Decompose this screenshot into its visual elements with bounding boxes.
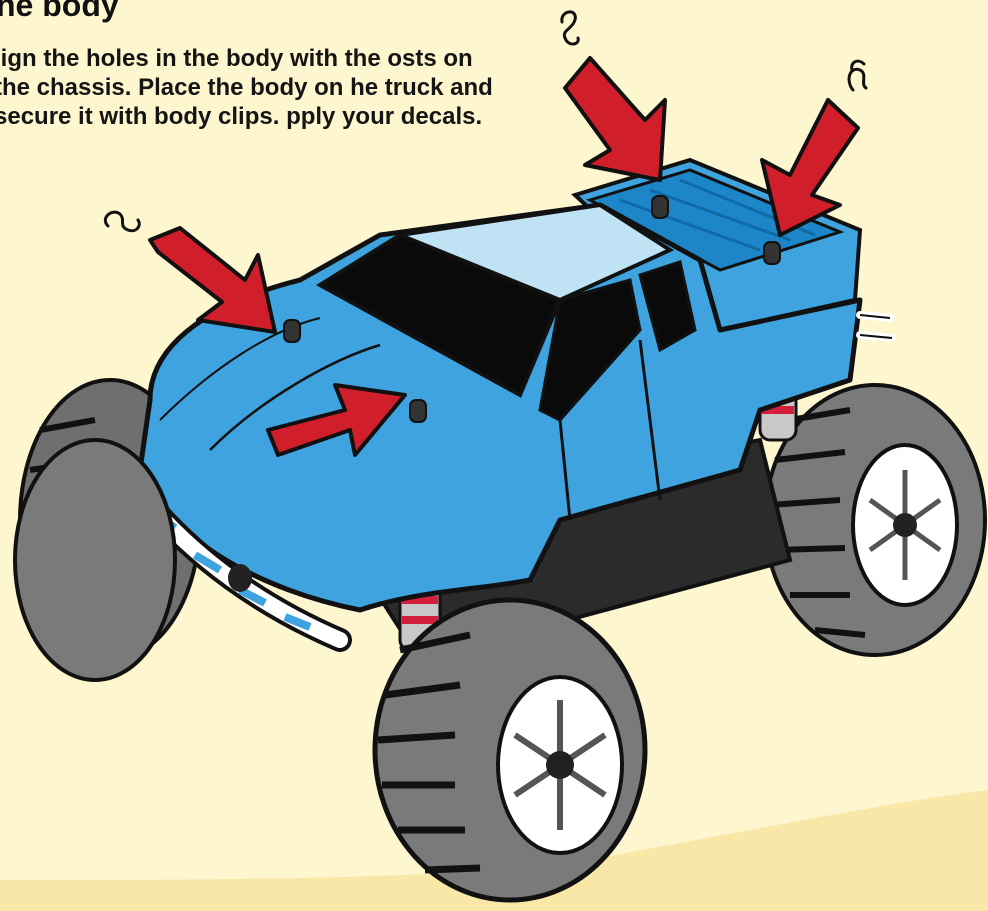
- rear-right-tire: [765, 385, 985, 655]
- body-post-2: [410, 400, 426, 422]
- body-post-4: [764, 242, 780, 264]
- front-right-tire: [375, 600, 645, 900]
- step-instructions: lign the holes in the body with the osts…: [0, 44, 514, 131]
- arrow-icon-4: [762, 100, 858, 235]
- front-left-tire: [15, 440, 175, 680]
- arrow-icon-3: [565, 58, 665, 180]
- arrow-icon-1: [150, 228, 275, 332]
- body-clip-icon-1: [562, 12, 578, 44]
- body-post-1: [284, 320, 300, 342]
- step-heading: he body: [0, 0, 119, 24]
- body-post-3: [652, 196, 668, 218]
- body-clip-icon-2: [849, 61, 866, 90]
- body-clip-icon-3: [105, 212, 139, 231]
